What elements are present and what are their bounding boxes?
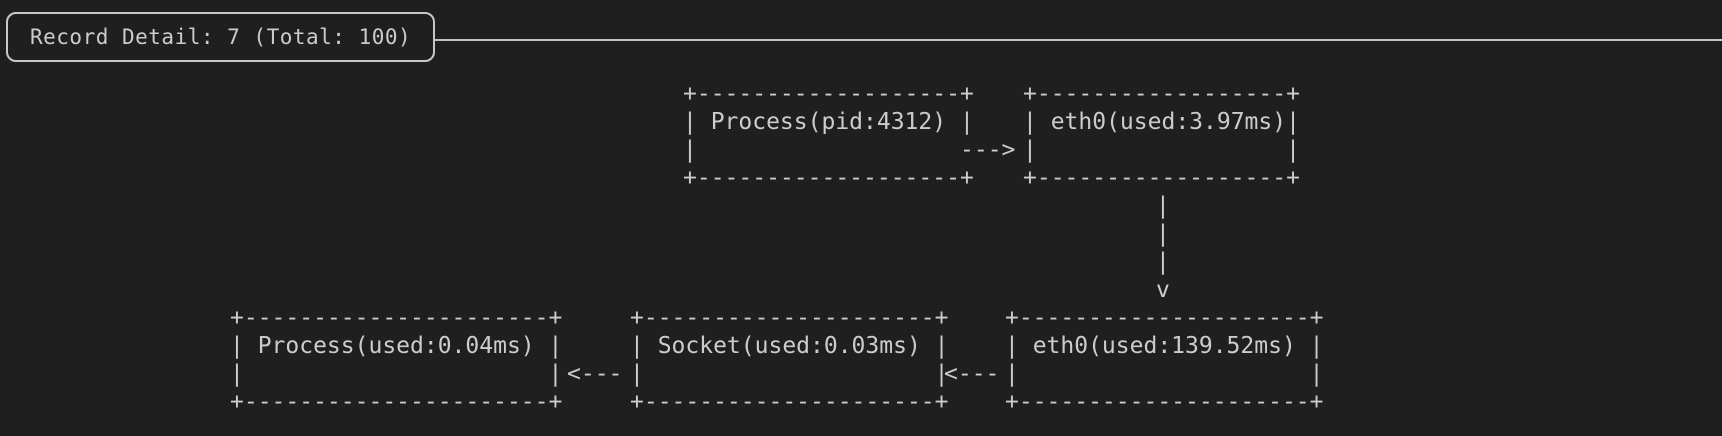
node-eth0-ingress: +------------------+ | eth0(used:3.97ms)… [1023,81,1300,191]
panel-top-border-line [412,39,1722,41]
panel-title: Record Detail: 7 (Total: 100) [30,25,412,49]
node-process-pid: +-------------------+ | Process(pid:4312… [683,81,974,191]
arrow-right-icon: ---> [960,137,1016,163]
arrow-left-eth0-to-socket-icon: <--- [944,361,1000,387]
node-eth0-egress: +---------------------+ | eth0(used:139.… [1005,305,1324,415]
arrow-down-icon: | | | v [1156,193,1170,303]
record-detail-title-tab: Record Detail: 7 (Total: 100) [6,12,436,62]
node-process-used: +----------------------+ | Process(used:… [230,305,563,415]
arrow-left-socket-to-process-icon: <--- [567,361,623,387]
node-socket-used: +---------------------+ | Socket(used:0.… [630,305,949,415]
